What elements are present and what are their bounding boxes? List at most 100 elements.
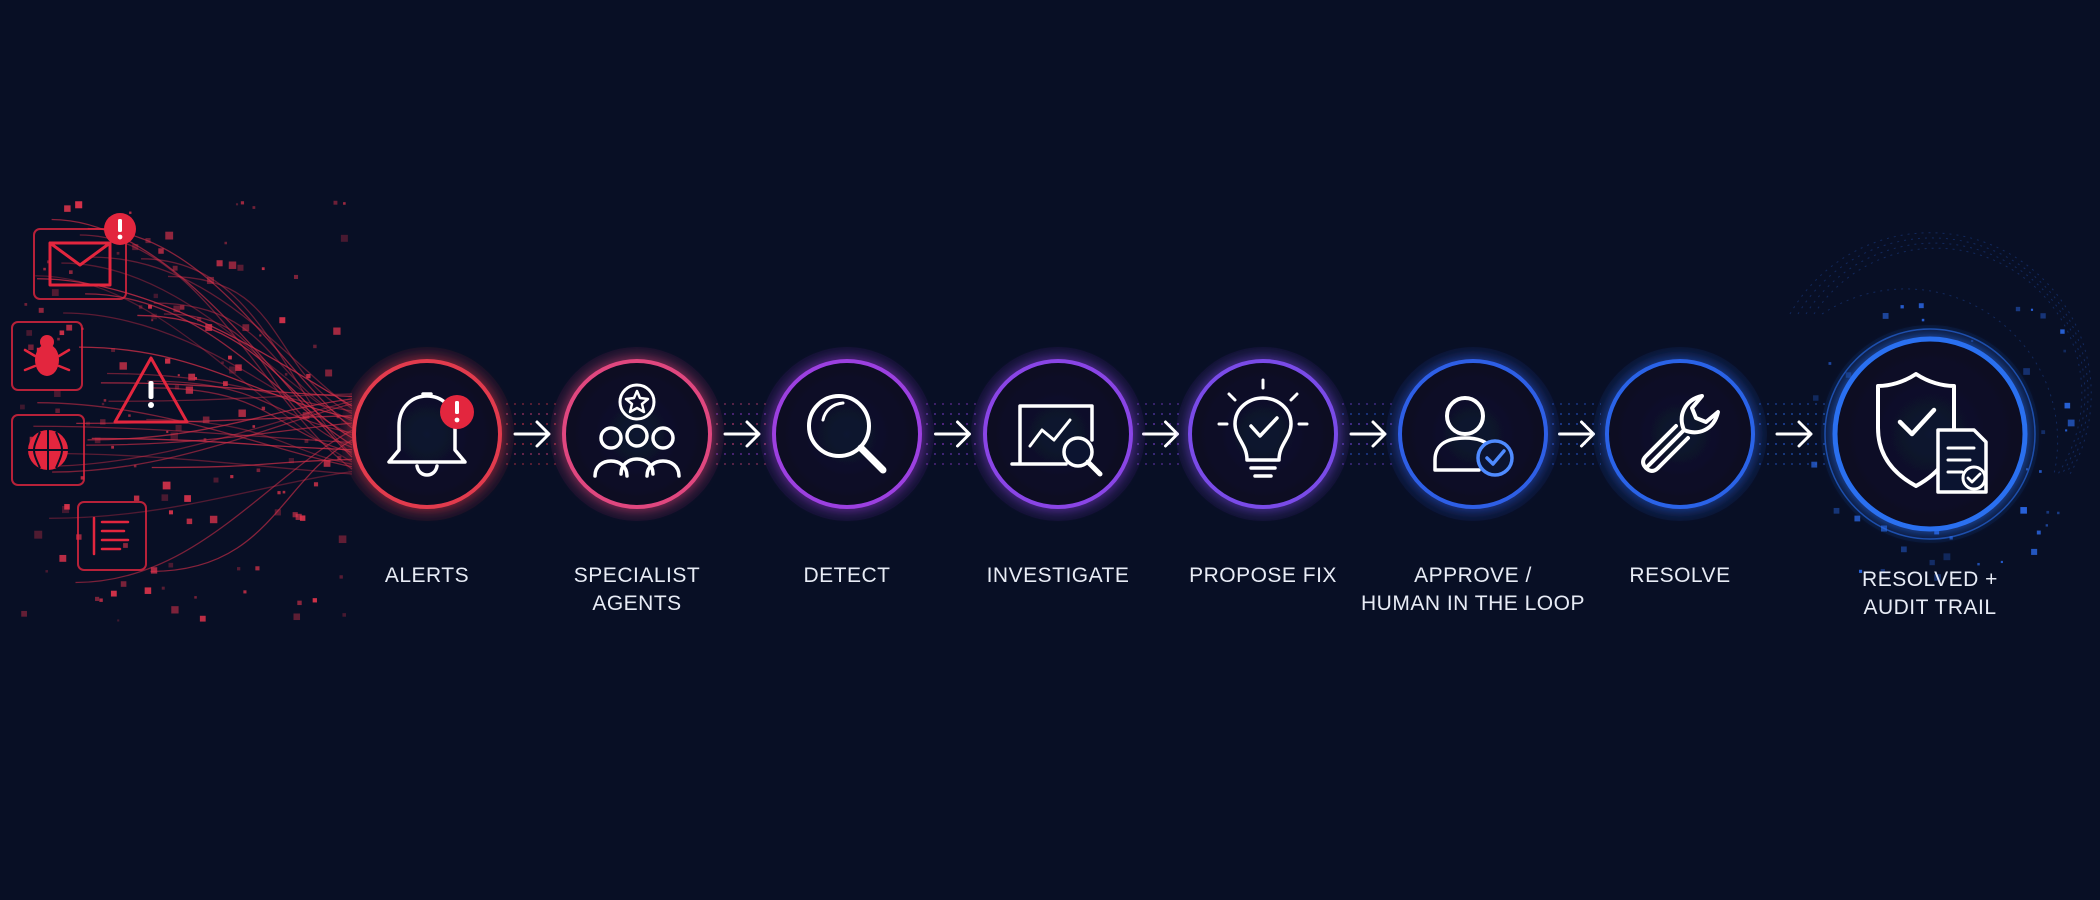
red-particle bbox=[168, 562, 174, 568]
red-particle bbox=[202, 416, 210, 424]
red-particle bbox=[175, 424, 182, 432]
red-particle bbox=[45, 570, 48, 573]
red-particle bbox=[302, 412, 310, 419]
red-particle bbox=[338, 535, 347, 544]
red-particle bbox=[54, 390, 61, 397]
red-particle bbox=[340, 234, 348, 242]
red-particle bbox=[292, 512, 298, 518]
red-particle bbox=[235, 203, 239, 206]
incoming-stream-line bbox=[153, 302, 353, 422]
red-particle bbox=[221, 361, 224, 364]
stage-label-6: APPROVE / HUMAN IN THE LOOP bbox=[1361, 564, 1585, 615]
stage-node-8 bbox=[1821, 325, 2039, 543]
red-particle bbox=[295, 513, 302, 520]
incoming-stream-line bbox=[79, 346, 353, 419]
red-particle bbox=[95, 596, 100, 601]
red-particle bbox=[150, 567, 158, 574]
connector-3 bbox=[926, 403, 979, 465]
red-particle bbox=[38, 307, 44, 313]
blue-particle bbox=[2041, 430, 2046, 435]
blue-orbit-arc bbox=[1797, 237, 2089, 475]
red-particle bbox=[194, 596, 197, 599]
flow-arrow-icon bbox=[1558, 420, 1595, 448]
red-particle bbox=[293, 613, 301, 621]
blue-particle bbox=[1971, 339, 1974, 343]
red-particle bbox=[166, 430, 169, 433]
incoming-stream-line bbox=[141, 258, 353, 456]
red-particle bbox=[116, 251, 120, 255]
red-particle bbox=[100, 419, 106, 425]
red-particle bbox=[240, 201, 245, 205]
red-particle bbox=[172, 265, 178, 271]
red-particle bbox=[306, 373, 311, 379]
red-particle bbox=[288, 457, 295, 464]
red-particle bbox=[59, 554, 67, 562]
blue-particle bbox=[1943, 553, 1951, 561]
red-particle bbox=[111, 445, 114, 449]
red-particle bbox=[336, 416, 339, 419]
red-particle bbox=[297, 600, 302, 606]
stage-node-4 bbox=[971, 347, 1145, 521]
red-particle bbox=[333, 327, 341, 335]
flow-arrow-icon bbox=[1142, 420, 1179, 448]
incoming-stream-line bbox=[37, 402, 353, 468]
red-particle bbox=[213, 477, 219, 483]
red-particle bbox=[313, 344, 317, 349]
red-particle bbox=[238, 409, 246, 417]
red-particle bbox=[282, 490, 286, 494]
red-particle bbox=[148, 304, 152, 309]
stage-node-3 bbox=[760, 347, 934, 521]
red-particle bbox=[168, 510, 173, 515]
node-ring bbox=[352, 359, 502, 509]
red-particle bbox=[158, 248, 164, 254]
red-particle bbox=[66, 324, 73, 331]
red-particle bbox=[325, 369, 333, 377]
blue-particle bbox=[1934, 574, 1941, 581]
red-particle bbox=[230, 475, 234, 479]
connector-1 bbox=[506, 403, 558, 465]
blue-particle bbox=[2039, 470, 2042, 473]
blue-particle bbox=[1833, 507, 1840, 514]
red-particle bbox=[20, 404, 25, 410]
red-particle bbox=[138, 305, 143, 309]
red-particle bbox=[162, 481, 171, 490]
red-particle bbox=[236, 567, 241, 571]
red-particle bbox=[43, 267, 46, 271]
blue-particle bbox=[2036, 530, 2041, 535]
incoming-stream-line bbox=[137, 314, 353, 439]
incoming-stream-line bbox=[61, 262, 353, 427]
red-particle bbox=[242, 324, 250, 332]
red-particle bbox=[259, 334, 262, 337]
blue-particle bbox=[2026, 468, 2029, 471]
red-particle bbox=[188, 373, 196, 381]
red-particle bbox=[51, 289, 59, 296]
red-particle bbox=[197, 317, 202, 322]
red-particle bbox=[34, 530, 43, 539]
red-particle bbox=[304, 439, 309, 443]
red-particle bbox=[153, 293, 158, 299]
blue-particle bbox=[2060, 329, 2065, 334]
red-particle bbox=[59, 330, 65, 336]
blue-particle bbox=[2031, 548, 2038, 555]
red-particle bbox=[256, 468, 261, 473]
stage-node-7 bbox=[1593, 347, 1767, 521]
team-star-icon bbox=[593, 383, 681, 478]
red-particle bbox=[323, 460, 331, 467]
stage-label-3: DETECT bbox=[803, 564, 891, 587]
red-particle bbox=[339, 575, 343, 579]
blue-particle bbox=[2064, 402, 2071, 409]
stage-label-5: PROPOSE FIX bbox=[1189, 564, 1337, 587]
red-particle bbox=[161, 586, 165, 590]
red-particle bbox=[55, 408, 60, 414]
stage-node-5 bbox=[1176, 347, 1350, 521]
incoming-stream-line bbox=[35, 275, 353, 463]
red-particle bbox=[171, 606, 179, 614]
red-particle bbox=[165, 231, 174, 240]
blue-particle bbox=[2015, 306, 2021, 312]
stage-node-2 bbox=[550, 347, 724, 521]
red-particle bbox=[46, 260, 50, 264]
red-particle bbox=[28, 344, 34, 350]
red-particle bbox=[21, 610, 27, 617]
stage-label-8: RESOLVED + AUDIT TRAIL bbox=[1862, 568, 1998, 619]
magnifier-icon bbox=[807, 394, 887, 474]
